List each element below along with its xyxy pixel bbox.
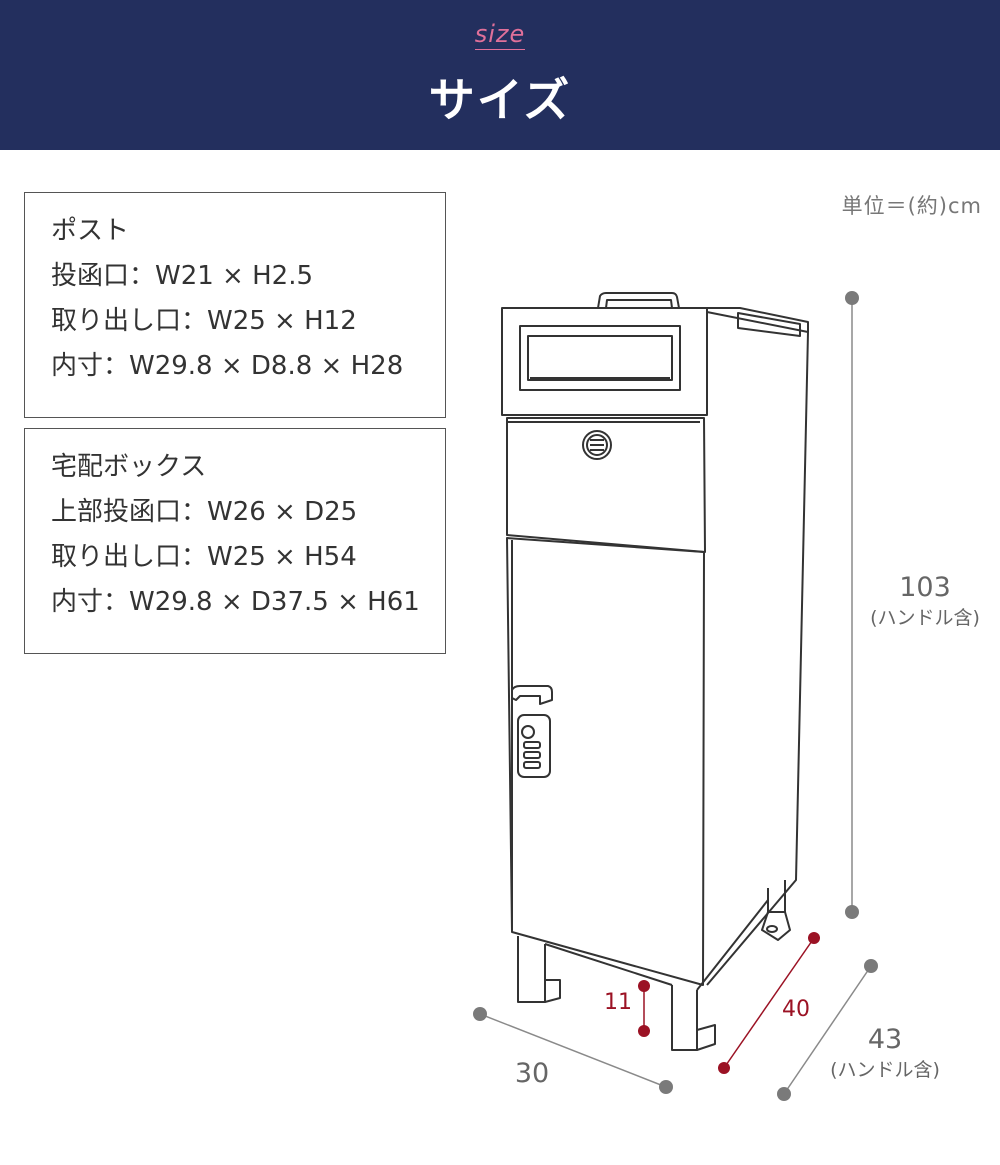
post-spec-box: ポスト 投函口：W21 × H2.5 取り出し口：W25 × H12 内寸：W2… [24,192,446,418]
width-label: 30 [492,1058,572,1089]
height-label: 103 (ハンドル含) [850,572,1000,630]
depth-dimension [718,932,820,1074]
width-value: 30 [514,1058,550,1089]
post-spec-takeout: 取り出し口：W25 × H12 [51,306,357,336]
front-right-leg [671,985,698,1051]
post-spec-inner: 内寸：W29.8 × D8.8 × H28 [51,351,404,381]
top-handle [597,292,680,309]
delivery-spec-heading: 宅配ボックス [51,452,207,482]
unit-note: 単位＝(約)cm [841,194,982,218]
page-header: size サイズ [0,0,1000,150]
depth-label: 40 [782,997,810,1022]
side-panel [706,311,809,986]
leg-clearance-dimension [638,980,650,1037]
header-subtitle: size [474,20,526,50]
depth-handle-dimension [777,959,878,1101]
width-dimension [473,1007,673,1094]
height-value: 103 [899,572,951,603]
delivery-spec-box: 宅配ボックス 上部投函口：W26 × D25 取り出し口：W25 × H54 内… [24,428,446,654]
height-note: (ハンドル含) [870,607,980,629]
post-spec-slot: 投函口：W21 × H2.5 [51,261,314,291]
height-dimension [845,291,859,919]
post-dial-lock-icon [582,430,612,460]
delivery-door [506,537,705,986]
post-door [506,417,706,553]
door-handle [511,685,553,705]
delivery-spec-inner: 内寸：W29.8 × D37.5 × H61 [51,587,420,617]
post-spec-heading: ポスト [51,216,130,246]
front-left-leg [517,936,546,1003]
depth-handle-label: 43 (ハンドル含) [810,1024,960,1082]
post-section-front [501,307,708,416]
delivery-spec-top-slot: 上部投函口：W26 × D25 [51,497,358,527]
leg-clearance-label: 11 [604,990,632,1015]
header-title: サイズ [428,73,572,127]
depth-handle-note: (ハンドル含) [830,1059,940,1081]
delivery-dial-lock-icon [517,714,551,778]
depth-handle-value: 43 [867,1024,903,1055]
top-panel-slot [737,312,801,337]
delivery-spec-takeout: 取り出し口：W25 × H54 [51,542,357,572]
